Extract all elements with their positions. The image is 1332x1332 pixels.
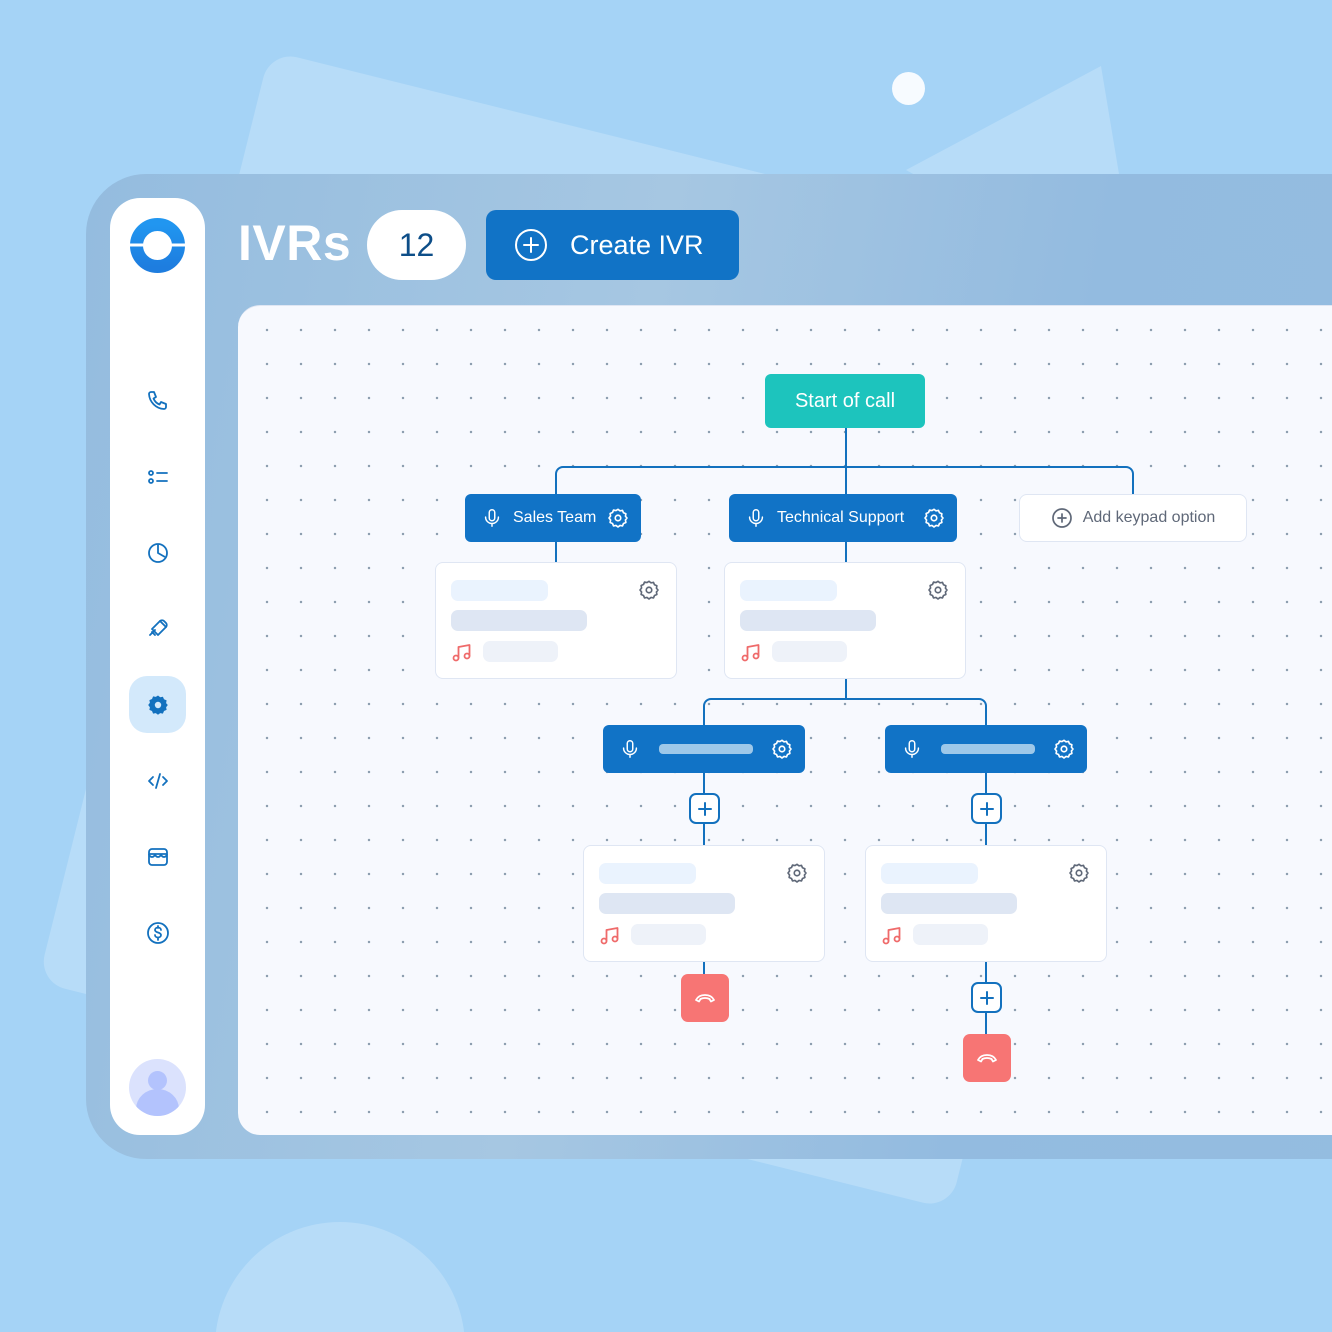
- gear-icon[interactable]: [1068, 862, 1090, 884]
- connector: [1132, 480, 1134, 494]
- gear-icon: [147, 695, 168, 715]
- message-card[interactable]: [583, 845, 825, 962]
- plus-icon: [697, 801, 712, 816]
- plus-circle-icon: [1051, 508, 1072, 528]
- start-of-call-node[interactable]: Start of call: [765, 374, 925, 428]
- skeleton-line: [913, 924, 988, 945]
- add-keypad-option-button[interactable]: Add keypad option: [1019, 494, 1247, 542]
- skeleton-line: [740, 580, 837, 601]
- skeleton-line: [881, 863, 978, 884]
- end-call-node[interactable]: [681, 974, 729, 1022]
- create-ivr-label: Create IVR: [570, 229, 704, 260]
- skeleton-line: [740, 610, 876, 631]
- message-card[interactable]: [865, 845, 1107, 962]
- pie-chart-icon: [147, 542, 168, 563]
- label-placeholder-bar: [659, 744, 753, 754]
- skeleton-line: [483, 641, 558, 662]
- connector: [1120, 466, 1134, 480]
- flow-canvas[interactable]: [238, 305, 1332, 1135]
- skeleton-line: [772, 641, 847, 662]
- connector: [703, 962, 705, 974]
- gear-icon[interactable]: [786, 862, 808, 884]
- sidebar-item-calls[interactable]: [129, 372, 186, 429]
- add-step-button[interactable]: [689, 793, 720, 824]
- sidebar-item-integrations[interactable]: [129, 600, 186, 657]
- keypad-option-label: Technical Support: [777, 509, 905, 526]
- sidebar: [110, 198, 205, 1135]
- hang-up-icon: [695, 994, 715, 1003]
- skeleton-line: [599, 893, 735, 914]
- gear-icon[interactable]: [638, 579, 660, 601]
- sub-keypad-option[interactable]: [603, 725, 805, 773]
- avatar[interactable]: [129, 1059, 186, 1116]
- connector: [569, 466, 1120, 468]
- skeleton-line: [599, 863, 696, 884]
- skeleton-line: [881, 893, 1017, 914]
- add-step-button[interactable]: [971, 982, 1002, 1013]
- microphone-icon: [484, 509, 500, 527]
- music-note-icon: [452, 644, 471, 662]
- ivr-count-badge: 12: [367, 210, 466, 280]
- logo-icon[interactable]: [129, 217, 186, 274]
- store-icon: [147, 847, 168, 866]
- gear-icon[interactable]: [927, 579, 949, 601]
- sidebar-item-reports[interactable]: [129, 524, 186, 581]
- background-dot: [892, 72, 925, 105]
- connector: [555, 466, 569, 480]
- dollar-icon: [146, 921, 169, 944]
- end-call-node[interactable]: [963, 1034, 1011, 1082]
- gear-icon[interactable]: [607, 507, 629, 529]
- plus-icon: [979, 990, 994, 1005]
- skeleton-line: [451, 580, 548, 601]
- plug-icon: [148, 618, 168, 636]
- skeleton-line: [451, 610, 587, 631]
- microphone-icon: [622, 740, 638, 758]
- connector: [555, 542, 557, 563]
- avatar-head: [148, 1071, 167, 1090]
- sidebar-item-developer[interactable]: [129, 752, 186, 809]
- sub-keypad-option[interactable]: [885, 725, 1087, 773]
- music-note-icon: [600, 927, 619, 945]
- connector: [845, 679, 847, 699]
- sidebar-item-store[interactable]: [129, 828, 186, 885]
- connector: [703, 712, 705, 725]
- avatar-body: [136, 1089, 179, 1116]
- microphone-icon: [904, 740, 920, 758]
- music-note-icon: [741, 644, 760, 662]
- microphone-icon: [748, 509, 764, 527]
- connector: [973, 698, 987, 712]
- plus-circle-icon: [515, 229, 547, 261]
- add-keypad-option-label: Add keypad option: [1082, 509, 1216, 526]
- list-icon: [147, 469, 168, 484]
- keypad-option-label: Sales Team: [513, 509, 597, 526]
- keypad-option-technical-support[interactable]: Technical Support: [729, 494, 957, 542]
- sidebar-item-lists[interactable]: [129, 448, 186, 505]
- sidebar-item-billing[interactable]: [129, 904, 186, 961]
- connector: [703, 698, 717, 712]
- message-card[interactable]: [435, 562, 677, 679]
- connector: [717, 698, 973, 700]
- label-placeholder-bar: [941, 744, 1035, 754]
- connector: [555, 480, 557, 494]
- add-step-button[interactable]: [971, 793, 1002, 824]
- create-ivr-button[interactable]: Create IVR: [486, 210, 739, 280]
- gear-icon[interactable]: [1053, 738, 1075, 760]
- gear-icon[interactable]: [923, 507, 945, 529]
- code-icon: [147, 772, 168, 789]
- hang-up-icon: [977, 1054, 997, 1063]
- plus-icon: [979, 801, 994, 816]
- connector: [845, 428, 847, 494]
- phone-icon: [147, 390, 167, 410]
- page-title: IVRs: [238, 215, 352, 271]
- connector: [845, 542, 847, 563]
- sidebar-item-settings[interactable]: [129, 676, 186, 733]
- gear-icon[interactable]: [771, 738, 793, 760]
- music-note-icon: [882, 927, 901, 945]
- keypad-option-sales-team[interactable]: Sales Team: [465, 494, 641, 542]
- background-circle-shape: [215, 1222, 465, 1332]
- skeleton-line: [631, 924, 706, 945]
- message-card[interactable]: [724, 562, 966, 679]
- connector: [985, 712, 987, 725]
